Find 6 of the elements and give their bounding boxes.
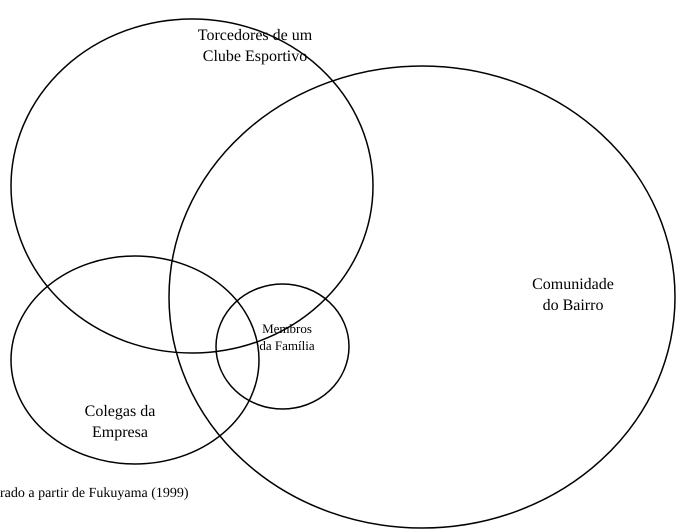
set-ellipse — [215, 283, 350, 410]
set-label: Colegas da Empresa — [84, 402, 156, 443]
set-ellipse — [10, 18, 374, 354]
set-label: Comunidade do Bairro — [531, 275, 615, 316]
set-ellipse — [10, 255, 260, 465]
caption: rado a partir de Fukuyama (1999) — [0, 486, 189, 502]
